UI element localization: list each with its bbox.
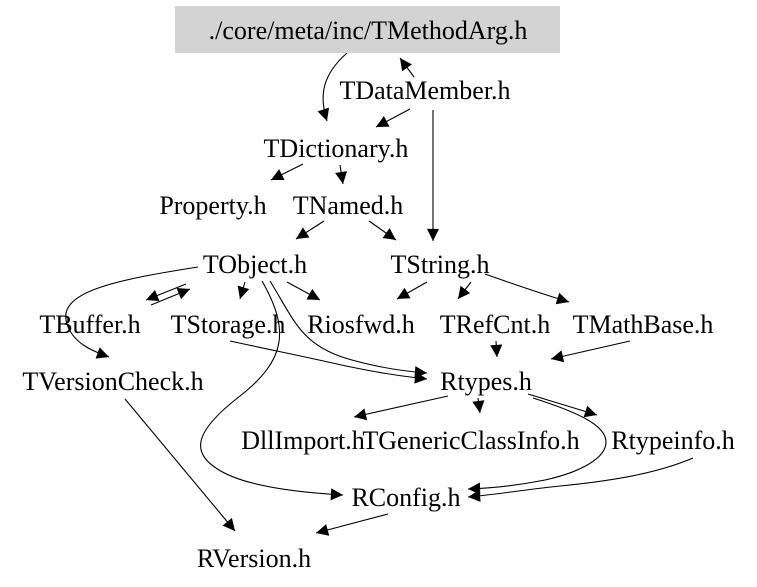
- edge-tobject-riosfwd: [286, 281, 321, 301]
- edge-tmathbase-rtypes: [550, 340, 631, 363]
- node-rversion[interactable]: RVersion.h: [197, 544, 311, 573]
- edge-tobject-tbuffer: [145, 283, 187, 302]
- edge-tbuffer-tobject: [150, 287, 191, 306]
- node-riosfwd[interactable]: Riosfwd.h: [307, 310, 415, 339]
- node-root: ./core/meta/inc/TMethodArg.h: [175, 6, 560, 53]
- edge-tobject-rconfig: [200, 280, 344, 501]
- edge-rtypes-tgenericclassinfo: [472, 397, 485, 414]
- node-property[interactable]: Property.h: [159, 191, 266, 220]
- node-rconfig[interactable]: RConfig.h: [351, 483, 460, 512]
- node-tgenericclassinfo[interactable]: TGenericClassInfo.h: [362, 426, 579, 455]
- edge-tstring-tmathbase: [484, 273, 570, 305]
- edge-tdictionary-property: [270, 163, 304, 181]
- edge-group: [65, 52, 694, 536]
- node-trefcnt[interactable]: TRefCnt.h: [440, 310, 551, 339]
- edge-tnamed-tstring: [368, 220, 397, 241]
- root-node-box: [175, 6, 560, 53]
- edge-tstring-riosfwd: [396, 281, 428, 300]
- node-tversioncheck[interactable]: TVersionCheck.h: [22, 367, 203, 396]
- node-tdatamember[interactable]: TDataMember.h: [339, 76, 510, 105]
- edge-rtypes-rconfig: [467, 397, 607, 495]
- edge-tstorage-rtypes: [229, 340, 428, 384]
- edge-tdatamember-tdictionary: [375, 108, 411, 128]
- edge-rtypes-dllimport: [353, 395, 449, 421]
- edge-tdictionary-tnamed: [335, 164, 348, 185]
- edge-tobject-rtypes: [269, 280, 428, 379]
- node-tobject[interactable]: TObject.h: [203, 250, 307, 279]
- node-tmathbase[interactable]: TMathBase.h: [573, 310, 714, 339]
- edge-rtypeinfo-rconfig: [467, 457, 694, 502]
- node-tdictionary[interactable]: TDictionary.h: [264, 134, 409, 163]
- edge-rtypes-rtypeinfo: [527, 393, 598, 418]
- edge-tstring-trefcnt: [457, 281, 472, 300]
- edge-tnamed-tobject: [295, 220, 325, 240]
- root-node-label: ./core/meta/inc/TMethodArg.h: [209, 16, 528, 45]
- node-tnamed[interactable]: TNamed.h: [293, 191, 403, 220]
- node-tstorage[interactable]: TStorage.h: [171, 310, 286, 339]
- edge-root-tdictionary: [317, 52, 348, 122]
- node-rtypeinfo[interactable]: Rtypeinfo.h: [611, 426, 735, 455]
- node-dllimport[interactable]: DllImport.h: [241, 426, 365, 455]
- edge-tobject-tversioncheck: [65, 266, 199, 359]
- node-tstring[interactable]: TString.h: [391, 250, 490, 279]
- edge-tversioncheck-rversion: [124, 398, 236, 532]
- edge-tobject-tstorage: [237, 281, 250, 300]
- edge-rconfig-rversion: [315, 513, 389, 536]
- node-rtypes[interactable]: Rtypes.h: [440, 367, 532, 396]
- node-tbuffer[interactable]: TBuffer.h: [39, 310, 140, 339]
- edge-tdatamember-root: [399, 57, 415, 78]
- edge-trefcnt-rtypes: [490, 340, 503, 358]
